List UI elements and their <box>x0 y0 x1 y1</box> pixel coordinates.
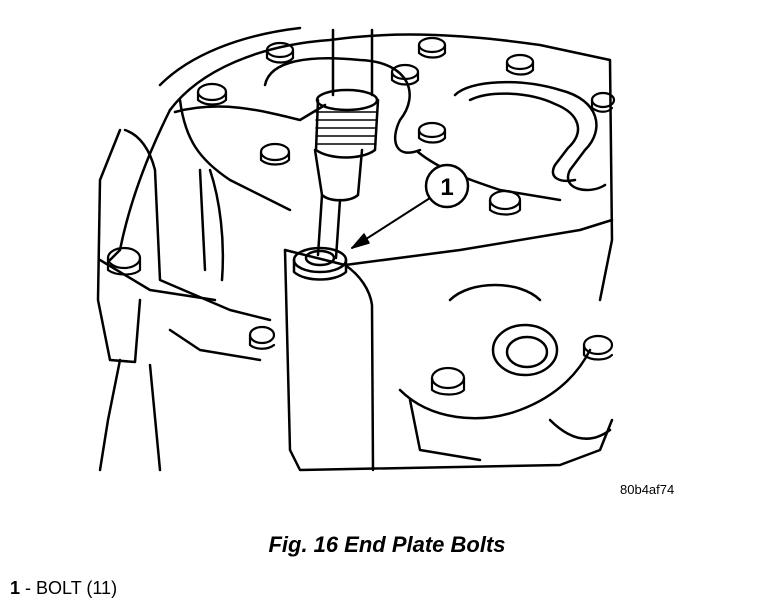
image-code: 80b4af74 <box>620 482 675 497</box>
bolt-head <box>417 36 447 59</box>
callout-1-leader <box>351 197 431 249</box>
callout-legend: 1 - BOLT (11) <box>10 578 117 599</box>
callout-1-number: 1 <box>440 174 453 201</box>
bolt-head <box>582 334 614 361</box>
bolt-head <box>590 91 616 113</box>
bolt-head <box>196 82 228 106</box>
transmission-case-right <box>283 218 614 472</box>
end-plate-bolt-callout-1 <box>292 246 348 281</box>
bolt-head <box>488 189 522 216</box>
socket-wrench-tool <box>313 28 380 260</box>
bolt-head <box>417 121 447 144</box>
figure-title: End Plate Bolts <box>344 532 506 557</box>
legend-number: 1 <box>10 578 21 598</box>
legend-separator: - <box>25 578 37 598</box>
bolt-head <box>259 142 291 166</box>
end-plate-bolts <box>106 36 616 396</box>
bolt-head <box>265 41 295 64</box>
bolt-head <box>248 325 276 350</box>
end-plate-illustration: 1 <box>96 26 616 472</box>
callout-1-marker: 1 <box>424 163 470 209</box>
figure-number: Fig. 16 <box>268 532 339 557</box>
bolt-head <box>106 246 142 276</box>
transmission-case-left <box>96 128 272 472</box>
bolt-head <box>390 63 420 86</box>
bolt-head <box>430 366 466 396</box>
case-bore <box>491 323 559 377</box>
bolt-head <box>505 53 535 76</box>
legend-label: BOLT (11) <box>36 578 118 598</box>
